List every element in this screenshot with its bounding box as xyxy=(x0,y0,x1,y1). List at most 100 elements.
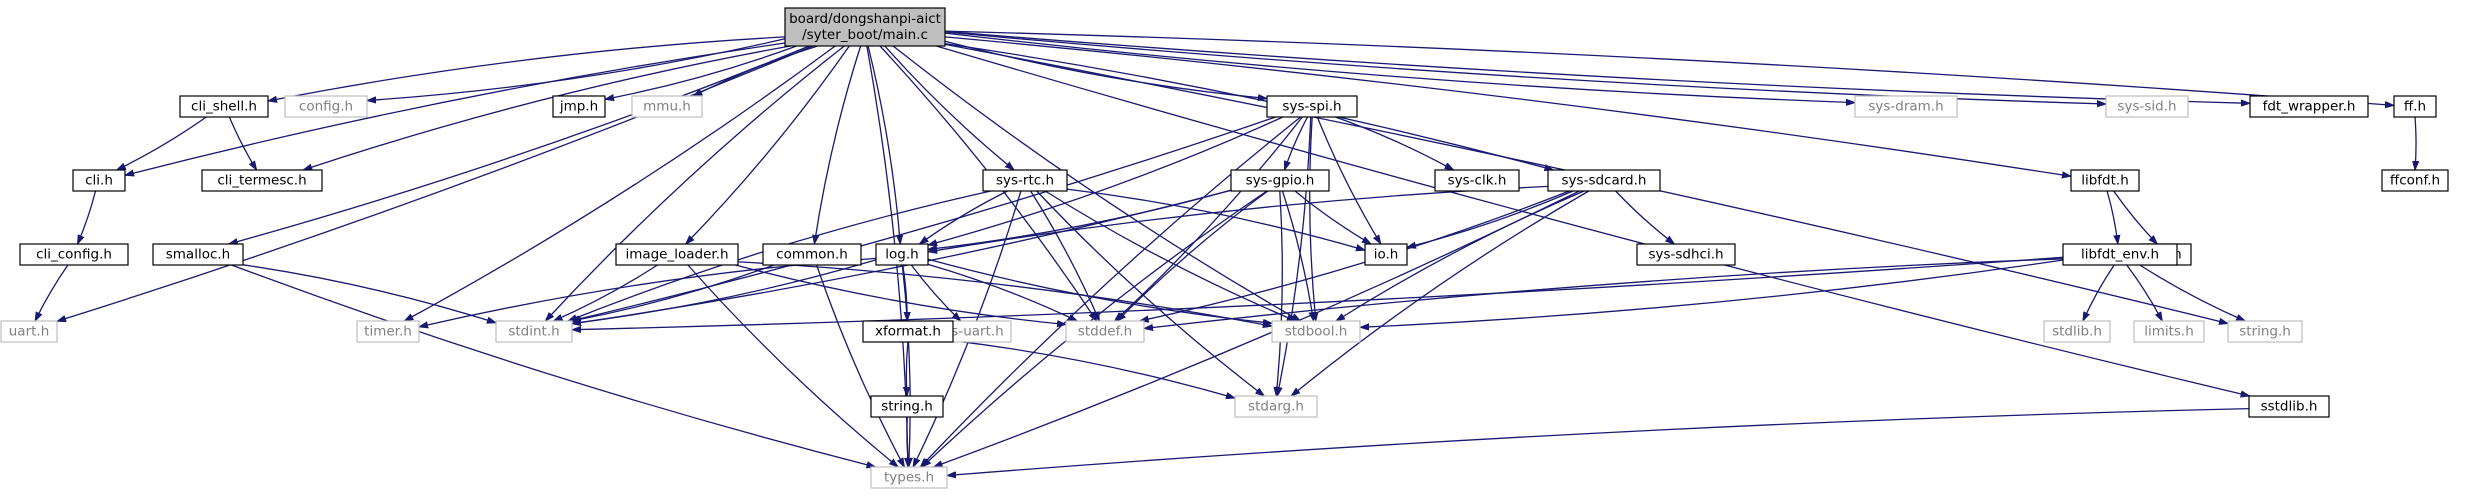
edge-sys_spi-to-stdbool xyxy=(1309,116,1316,321)
node-mmu: mmu.h xyxy=(631,95,703,118)
node-label: mmu.h xyxy=(643,99,691,115)
edge-sys_sdcard-to-sys_sdhci xyxy=(1615,190,1675,244)
edge-cli_shell-to-cli_termesc xyxy=(228,116,256,170)
node-label: sys-rtc.h xyxy=(996,173,1054,189)
node-fdt-wrapper[interactable]: fdt_wrapper.h xyxy=(2249,95,2369,118)
edge-main-to-uart xyxy=(57,45,814,321)
node-limits: limits.h xyxy=(2133,320,2205,343)
node-label: string.h xyxy=(2239,324,2291,340)
node-box xyxy=(1230,169,1330,192)
node-box xyxy=(2381,169,2449,192)
node-box xyxy=(870,466,948,489)
node-smalloc[interactable]: smalloc.h xyxy=(152,243,244,266)
edge-libfdt-to-fdt xyxy=(2113,190,2158,244)
node-label: common.h xyxy=(776,247,848,263)
node-label: cli_shell.h xyxy=(191,99,257,115)
node-cli[interactable]: cli.h xyxy=(72,169,126,192)
node-label: ff.h xyxy=(2404,99,2426,115)
edge-log-to-stdint xyxy=(572,259,877,324)
edge-log-to-sys_uart xyxy=(910,264,960,321)
edge-main-to-smalloc xyxy=(229,45,810,244)
node-sstdlib[interactable]: sstdlib.h xyxy=(2248,395,2330,418)
node-label: string.h xyxy=(881,399,933,415)
edge-log-to-types xyxy=(901,264,910,467)
node-box xyxy=(0,320,58,343)
node-label: sys-sdhci.h xyxy=(1648,247,1723,263)
edge-sys_gpio-to-io xyxy=(1294,190,1371,244)
node-box xyxy=(1364,243,1408,266)
node-box xyxy=(1854,95,1958,118)
edge-main-to-mmu xyxy=(693,45,818,96)
node-sys-sdcard[interactable]: sys-sdcard.h xyxy=(1547,169,1661,192)
node-ffconf[interactable]: ffconf.h xyxy=(2381,169,2449,192)
node-main: board/dongshanpi-aict/syter_boot/main.c xyxy=(784,7,946,47)
node-ff[interactable]: ff.h xyxy=(2393,95,2437,118)
node-box xyxy=(784,7,946,47)
edge-sys_sdcard-to-stddef xyxy=(1140,190,1570,321)
edge-libfdt_env-to-string xyxy=(2139,264,2245,322)
node-box xyxy=(2227,320,2303,343)
edge-main-to-sys_sid xyxy=(944,31,2106,104)
node-label: sys-dram.h xyxy=(1868,99,1943,115)
edge-smalloc-to-stdint xyxy=(242,264,496,323)
node-xformat[interactable]: xformat.h xyxy=(862,320,954,343)
node-box xyxy=(179,95,269,118)
node-layer: board/dongshanpi-aict/syter_boot/main.cc… xyxy=(0,7,2449,489)
node-box xyxy=(2043,320,2111,343)
node-cli-shell[interactable]: cli_shell.h xyxy=(179,95,269,118)
edge-sys_rtc-to-log xyxy=(920,190,1008,244)
node-cli-config[interactable]: cli_config.h xyxy=(19,243,129,266)
edge-libfdt_env-to-limits xyxy=(2126,264,2163,321)
node-box xyxy=(2249,95,2369,118)
edge-libfdt_env-to-stddef xyxy=(1144,258,2064,329)
node-label: io.h xyxy=(1374,247,1399,263)
edge-xformat-to-stdarg xyxy=(952,340,1235,398)
node-string2[interactable]: string.h xyxy=(870,395,944,418)
edge-main-to-sys_spi xyxy=(944,40,1267,98)
edge-common-to-stdint xyxy=(572,264,775,321)
node-box xyxy=(1636,243,1736,266)
node-image-loader[interactable]: image_loader.h xyxy=(615,243,739,266)
node-box xyxy=(1434,169,1520,192)
edge-xformat-to-string2 xyxy=(906,341,908,396)
node-io[interactable]: io.h xyxy=(1364,243,1408,266)
node-label: sys-sdcard.h xyxy=(1562,173,1647,189)
edge-sys_gpio-to-log xyxy=(928,189,1232,249)
node-sys-sid: sys-sid.h xyxy=(2105,95,2189,118)
node-box xyxy=(2393,95,2437,118)
node-label: fdt_wrapper.h xyxy=(2263,99,2356,115)
node-sys-spi[interactable]: sys-spi.h xyxy=(1266,95,1358,118)
node-label: libfdt_env.h xyxy=(2081,247,2159,263)
edge-main-to-common xyxy=(814,45,862,244)
node-label: stdint.h xyxy=(508,324,559,340)
edge-sys_sdcard-to-types xyxy=(934,190,1580,468)
node-common[interactable]: common.h xyxy=(762,243,862,266)
node-label: types.h xyxy=(884,470,934,486)
edge-image_loader-to-stdbool xyxy=(737,261,1272,326)
node-libfdt[interactable]: libfdt.h xyxy=(2070,169,2140,192)
node-log[interactable]: log.h xyxy=(875,243,929,266)
node-string: string.h xyxy=(2227,320,2303,343)
edge-cli-to-cli_config xyxy=(76,190,97,244)
node-box xyxy=(152,243,244,266)
node-sys-rtc[interactable]: sys-rtc.h xyxy=(982,169,1068,192)
edge-log-to-stdbool xyxy=(927,258,1272,323)
node-box xyxy=(19,243,129,266)
node-sys-gpio[interactable]: sys-gpio.h xyxy=(1230,169,1330,192)
edge-sys_rtc-to-stddef xyxy=(1030,190,1100,321)
node-label: cli_termesc.h xyxy=(217,173,306,189)
edge-sys_rtc-to-io xyxy=(1066,188,1365,250)
node-libfdt-env[interactable]: libfdt_env.h xyxy=(2062,243,2178,266)
node-sys-clk[interactable]: sys-clk.h xyxy=(1434,169,1520,192)
edge-sys_spi-to-stdint xyxy=(570,116,1276,321)
edge-libfdt-to-libfdt_env xyxy=(2106,190,2118,244)
node-timer: timer.h xyxy=(356,320,420,343)
node-cli-termesc[interactable]: cli_termesc.h xyxy=(201,169,323,192)
node-box xyxy=(201,169,323,192)
edge-libfdt_env-to-stdbool xyxy=(1360,259,2064,327)
node-box xyxy=(631,95,703,118)
node-sys-sdhci[interactable]: sys-sdhci.h xyxy=(1636,243,1736,266)
node-box xyxy=(2062,243,2178,266)
edge-main-to-sys_dram xyxy=(944,32,1855,103)
node-jmp[interactable]: jmp.h xyxy=(552,95,606,118)
